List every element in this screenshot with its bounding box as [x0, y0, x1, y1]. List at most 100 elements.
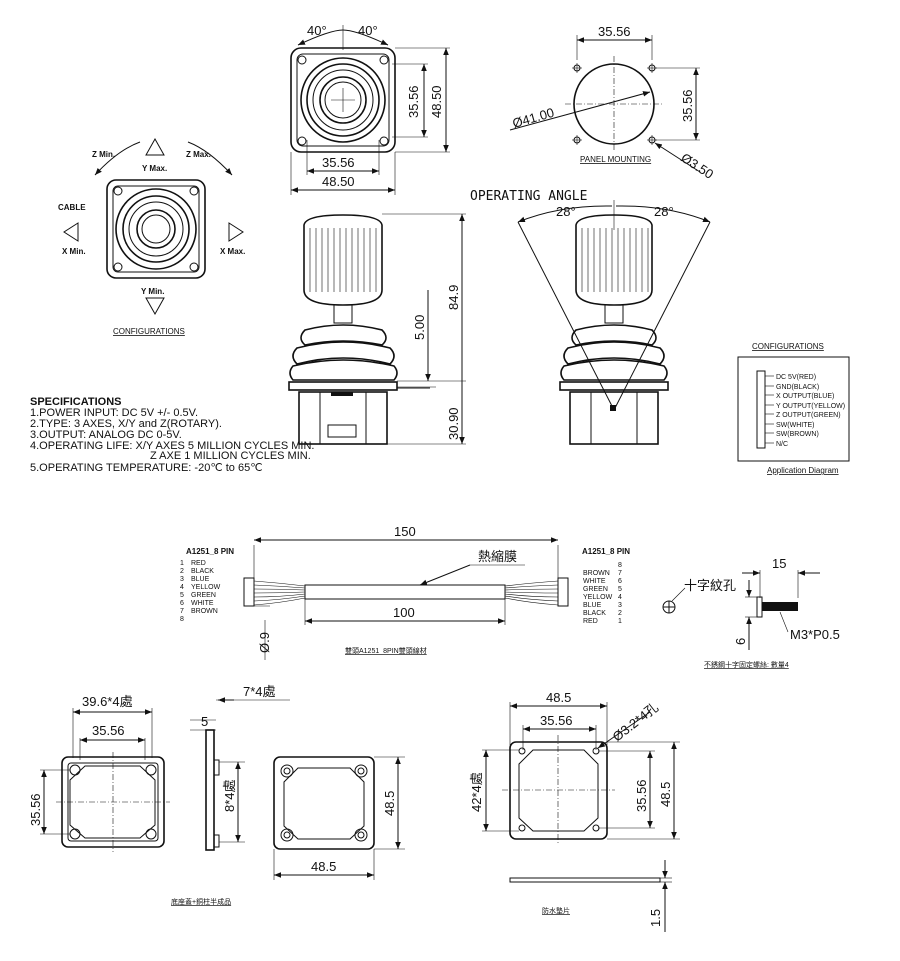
cfg-row-7: SW(BROWN): [776, 431, 819, 438]
svg-text:GREEN: GREEN: [583, 586, 608, 593]
dim-inner-h: 35.56: [406, 85, 421, 118]
screw-cross: 十字紋孔: [684, 578, 736, 593]
top-front-view: 40° 40° 35.56 48.50 35.56 48.50: [290, 23, 450, 195]
x-min-label: X Min.: [62, 247, 86, 256]
pm-dia-cut: Ø41.00: [511, 105, 556, 131]
specifications: SPECIFICATIONS 1.POWER INPUT: DC 5V +/- …: [30, 396, 314, 474]
pm-dim-w: 35.56: [598, 24, 631, 39]
svg-text:4: 4: [618, 594, 622, 601]
svg-text:BLUE: BLUE: [191, 576, 210, 583]
svg-text:BLACK: BLACK: [583, 610, 606, 617]
base-dim-7-4: 7*4處: [243, 684, 276, 699]
cfg-row-4: Y OUTPUT(YELLOW): [776, 403, 845, 410]
screw-head: 6: [733, 638, 748, 645]
dim-30-90: 30.90: [446, 407, 461, 440]
gasket-caption: 防水墊片: [542, 906, 570, 915]
base-caption: 底座蓋+銅柱半成品: [171, 897, 231, 906]
cfg-row-3: X OUTPUT(BLUE): [776, 393, 834, 400]
svg-text:YELLOW: YELLOW: [191, 584, 221, 591]
spec-line-2: 2.TYPE: 3 AXES, X/Y and Z(ROTARY).: [30, 418, 222, 430]
svg-text:YELLOW: YELLOW: [583, 594, 613, 601]
base-dim-8-4: 8*4處: [222, 779, 237, 812]
svg-text:8: 8: [618, 562, 622, 569]
svg-text:3: 3: [618, 602, 622, 609]
config-right: CONFIGURATIONS DC 5V(RED) GND(BLACK) X O…: [737, 342, 850, 475]
svg-text:WHITE: WHITE: [191, 600, 214, 607]
base-dim-39-6: 39.6*4處: [82, 694, 133, 709]
svg-text:BLACK: BLACK: [191, 568, 214, 575]
y-min-label: Y Min.: [141, 287, 164, 296]
pm-dim-h: 35.56: [680, 89, 695, 122]
spec-title: SPECIFICATIONS: [30, 396, 121, 408]
op-angle-title: OPERATING ANGLE: [470, 189, 587, 204]
operating-angle-view: OPERATING ANGLE 28° 28°: [470, 189, 711, 445]
gasket-dim-35-56-top: 35.56: [540, 713, 573, 728]
dim-84-9: 84.9: [446, 285, 461, 310]
screw-thread: M3*P0.5: [790, 627, 840, 642]
svg-text:1: 1: [180, 560, 184, 567]
svg-text:2: 2: [180, 568, 184, 575]
svg-text:1: 1: [618, 618, 622, 625]
right-pin-list: 8 BROWN 7 WHITE 6 GREEN 5 YELLOW 4 BLUE 3 BLA…: [583, 562, 622, 625]
svg-text:4: 4: [180, 584, 184, 591]
angle-left: 40°: [307, 23, 327, 38]
z-min-label: Z Min.: [92, 150, 115, 159]
gasket-drawing: 48.5 35.56 Ø3.2*4孔 42*4處 35.56 48.5 1.5 …: [469, 690, 680, 932]
cable-right-header: A1251_8 PIN: [582, 547, 630, 556]
cfg-row-2: GND(BLACK): [776, 384, 819, 391]
spec-line-4: 4.OPERATING LIFE: X/Y AXES 5 MILLION CYC…: [30, 440, 314, 452]
angle-right: 40°: [358, 23, 378, 38]
cable-label: CABLE: [58, 203, 86, 212]
config-right-footer: Application Diagram: [767, 466, 839, 475]
base-dim-5: 5: [201, 714, 208, 729]
base-dim-35-56-top: 35.56: [92, 723, 125, 738]
svg-text:7: 7: [180, 608, 184, 615]
dim-outer-w: 48.50: [322, 174, 355, 189]
cable-shrink: 熱縮膜: [478, 549, 517, 564]
base-dim-48-5-w: 48.5: [311, 859, 336, 874]
base-cover-drawing: 39.6*4處 35.56 35.56 7*4處 5 8*4處: [28, 684, 405, 906]
cable-len-total: 150: [394, 524, 416, 539]
screw-caption: 不銹鋼十字固定螺絲: 數量4: [704, 660, 789, 669]
config-left: Z Min. Z Max. Y Max. CABLE X Min. X Max.…: [58, 137, 245, 336]
svg-text:3: 3: [180, 576, 184, 583]
x-max-label: X Max.: [220, 247, 245, 256]
svg-text:RED: RED: [191, 560, 206, 567]
spec-line-5: Z AXE 1 MILLION CYCLES MIN.: [150, 450, 311, 462]
svg-text:8: 8: [180, 616, 184, 623]
svg-text:GREEN: GREEN: [191, 592, 216, 599]
cable-left-header: A1251_8 PIN: [186, 547, 234, 556]
svg-text:7: 7: [618, 570, 622, 577]
spec-line-6: 5.OPERATING TEMPERATURE: -20℃ to 65℃: [30, 462, 263, 474]
gasket-thk: 1.5: [648, 909, 663, 927]
cfg-row-1: DC 5V(RED): [776, 374, 816, 381]
gasket-hole: Ø3.2*4孔: [610, 700, 661, 745]
svg-text:5: 5: [618, 586, 622, 593]
svg-text:5: 5: [180, 592, 184, 599]
svg-text:BROWN: BROWN: [583, 570, 610, 577]
svg-text:BLUE: BLUE: [583, 602, 602, 609]
dim-outer-h: 48.50: [429, 85, 444, 118]
dim-inner-w: 35.56: [322, 155, 355, 170]
cable-caption: 雙頭A1251_8PIN雙頭線材: [345, 646, 427, 655]
y-max-label: Y Max.: [142, 164, 167, 173]
cable-len-inner: 100: [393, 605, 415, 620]
cable-dia: Ø.9: [257, 632, 272, 653]
cfg-row-8: N/C: [776, 441, 788, 448]
dim-5-00: 5.00: [412, 315, 427, 340]
svg-text:WHITE: WHITE: [583, 578, 606, 585]
cfg-row-6: SW(WHITE): [776, 422, 815, 429]
svg-text:6: 6: [180, 600, 184, 607]
config-left-caption: CONFIGURATIONS: [113, 327, 185, 336]
svg-text:RED: RED: [583, 618, 598, 625]
gasket-dim-48-5-top: 48.5: [546, 690, 571, 705]
svg-text:6: 6: [618, 578, 622, 585]
op-angle-left: 28°: [556, 204, 576, 219]
pm-caption: PANEL MOUNTING: [580, 155, 651, 164]
gasket-dim-35-56-right: 35.56: [634, 779, 649, 812]
screw-drawing: 十字紋孔 15 6 M3*P0.5 不銹鋼十字固定螺絲: 數量4: [662, 556, 840, 669]
svg-text:BROWN: BROWN: [191, 608, 218, 615]
